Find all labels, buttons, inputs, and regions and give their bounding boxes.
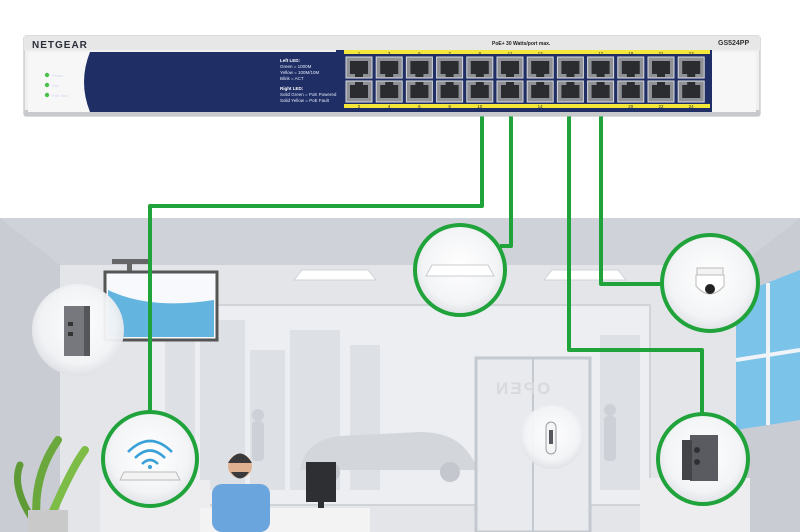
pedestrians (252, 404, 616, 461)
port-label-3: 3 (387, 51, 391, 56)
ethernet-port-18 (587, 80, 615, 103)
wireless-access-point-bubble (101, 410, 199, 508)
led-label-fan: Fan (52, 83, 59, 88)
wall-access-point-icon (64, 306, 90, 356)
port-label-17: 17 (598, 51, 604, 56)
ethernet-port-2 (345, 80, 373, 103)
ethernet-port-5 (405, 56, 433, 79)
switch-blue-panel (84, 52, 336, 112)
legend-right-title: Right LED: (280, 86, 304, 91)
port-label-14: 14 (537, 104, 543, 109)
office-worker (200, 453, 370, 532)
desktop-access-point-icon (682, 435, 718, 481)
potted-plant (14, 436, 89, 532)
ethernet-port-24 (677, 80, 705, 103)
port-label-19: 19 (628, 51, 634, 56)
ethernet-port-12 (496, 80, 524, 103)
ceiling-access-point-icon (425, 264, 495, 277)
ceiling-lights (292, 269, 628, 281)
port-label-4: 4 (387, 104, 391, 109)
ceiling-access-point-bubble (413, 223, 507, 317)
ethernet-port-22 (647, 80, 675, 103)
ethernet-port-1 (345, 56, 373, 79)
model-number: GS524PP (718, 40, 750, 47)
port-label-1: 1 (357, 51, 361, 56)
ethernet-port-14 (526, 80, 554, 103)
port-label-21: 21 (658, 51, 664, 56)
port-label-11: 11 (507, 51, 513, 56)
port-label-5: 5 (418, 51, 421, 56)
cable-port-11 (500, 62, 513, 248)
ethernet-port-16 (556, 80, 584, 103)
poe-note: PoE+ 30 Watts/port max. (492, 41, 551, 47)
ethernet-port-8 (436, 80, 464, 103)
door-open-sign: OPEN (494, 379, 551, 398)
security-camera-icon (695, 267, 725, 295)
ethernet-port-4 (375, 80, 403, 103)
ethernet-port-3 (375, 56, 403, 79)
ethernet-port-13 (526, 56, 554, 79)
port-label-6: 6 (418, 104, 421, 109)
legend-left-line: Blink = ACT (280, 76, 304, 81)
port-label-23: 23 (688, 51, 694, 56)
port-label-22: 22 (658, 104, 664, 109)
ethernet-port-21 (647, 56, 675, 79)
cable-port-10 (148, 106, 484, 414)
port-label-20: 20 (628, 104, 634, 109)
led-poe-max (44, 92, 50, 98)
brand-logo: NETGEAR (32, 40, 88, 51)
legend-left-line: Yellow = 100M/10M (280, 70, 320, 75)
ethernet-port-7 (436, 56, 464, 79)
led-label-poe-max: PoE Max (52, 93, 69, 98)
door-access-control-icon (545, 421, 557, 455)
port-label-8: 8 (448, 104, 451, 109)
led-legend: Left LED: Green = 1000M Yellow = 100M/10… (280, 58, 336, 104)
ethernet-port-6 (405, 80, 433, 103)
port-label-24: 24 (688, 104, 694, 109)
legend-right-line: Solid Yellow = PoE Fault (280, 98, 329, 103)
ethernet-port-17 (587, 56, 615, 79)
ethernet-port-19 (617, 56, 645, 79)
security-camera-bubble (660, 233, 760, 333)
port-label-7: 7 (448, 51, 451, 56)
port-label-9: 9 (478, 51, 482, 56)
cable-port-17 (599, 62, 662, 286)
network-cables (148, 62, 704, 414)
port-array (345, 56, 705, 103)
legend-left-title: Left LED: (280, 58, 300, 63)
port-label-13: 13 (537, 51, 543, 56)
door-access-control-bubble (520, 405, 584, 469)
wireless-access-point-icon (119, 439, 181, 481)
led-power (44, 72, 50, 78)
poe-switch (23, 35, 761, 117)
port-label-10: 10 (477, 104, 483, 109)
ethernet-port-23 (677, 56, 705, 79)
desktop-access-point-bubble (656, 412, 750, 506)
cable-port-14 (567, 106, 704, 414)
led-fan (44, 82, 50, 88)
led-label-power: Power (52, 73, 64, 78)
ethernet-port-20 (617, 80, 645, 103)
ethernet-port-9 (466, 56, 494, 79)
ethernet-port-15 (556, 56, 584, 79)
legend-left-line: Green = 1000M (280, 64, 312, 69)
ethernet-port-11 (496, 56, 524, 79)
wall-access-point-bubble (32, 284, 124, 376)
ethernet-port-10 (466, 80, 494, 103)
legend-right-line: Solid Green = PoE Powered (280, 92, 337, 97)
port-label-2: 2 (357, 104, 361, 109)
